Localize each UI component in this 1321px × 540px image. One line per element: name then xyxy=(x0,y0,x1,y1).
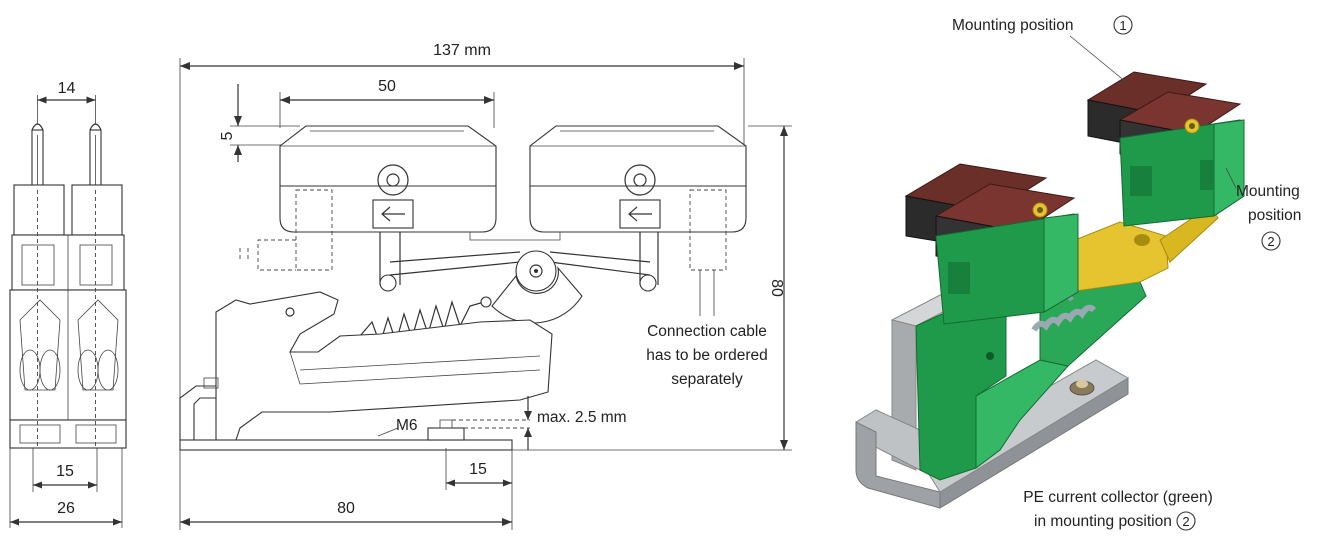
pe-caption-line-2: in mounting position xyxy=(1034,513,1172,530)
product-render: Mounting position 1 Mounting position 2 … xyxy=(855,15,1301,531)
dim-shoe-height: 5 xyxy=(219,84,300,162)
dim-side-total: 26 xyxy=(9,448,123,528)
cable-note-line-1: Connection cable xyxy=(647,323,767,340)
bolt-label: M6 xyxy=(396,417,418,434)
dim-14-label: 14 xyxy=(58,80,76,97)
mounting-position-2-line-2: position xyxy=(1248,207,1301,224)
dim-80-base-label: 80 xyxy=(337,500,355,517)
side-view-housing xyxy=(9,184,127,449)
cable-note-line-3: separately xyxy=(671,371,743,388)
cable-note-line-2: has to be ordered xyxy=(646,347,768,364)
lever-arm xyxy=(215,291,553,441)
callout-mounting-position-1: Mounting position 1 xyxy=(952,15,1133,83)
side-view: 14 15 26 xyxy=(9,80,127,528)
dim-side-base: 15 xyxy=(32,448,98,492)
dim-base-length: 80 xyxy=(179,450,513,530)
dim-80-height-label: 80 xyxy=(768,279,785,297)
circled-number-2-caption xyxy=(1176,511,1196,531)
base-plate xyxy=(179,377,513,451)
dim-5-label: 5 xyxy=(219,131,236,140)
bolt-protrusion-label: max. 2.5 mm xyxy=(537,409,627,426)
mounting-position-2-line-1: Mounting xyxy=(1236,183,1300,200)
dim-15-side-label: 15 xyxy=(56,463,74,480)
dim-overall-length: 137 mm xyxy=(179,42,745,400)
cable-outline-left xyxy=(239,189,333,271)
shoe-holder-right xyxy=(529,164,747,233)
mounting-position-1-label: Mounting position xyxy=(952,17,1074,34)
front-view: 137 mm 50 5 xyxy=(179,42,792,530)
circled-number-1 xyxy=(1113,15,1133,35)
dim-hole-offset: 15 xyxy=(445,448,512,490)
circled-number-2-text: 2 xyxy=(1267,234,1274,249)
cable-note: Connection cable has to be ordered separ… xyxy=(646,323,768,388)
dim-total-height: 80 xyxy=(512,125,792,451)
side-view-pins xyxy=(31,123,102,191)
carbon-shoe-left xyxy=(279,125,497,187)
pe-lever-green xyxy=(915,281,1147,481)
circled-number-2-caption-text: 2 xyxy=(1182,514,1189,529)
carbon-shoe-right xyxy=(529,125,747,187)
linkage xyxy=(379,232,659,292)
dim-shoe-width: 50 xyxy=(279,78,495,128)
dim-137-label: 137 mm xyxy=(433,42,491,59)
cable-outline-right xyxy=(689,189,727,316)
circled-number-2 xyxy=(1261,231,1281,251)
dim-15-front-label: 15 xyxy=(469,461,487,478)
collector-position-1 xyxy=(1086,71,1245,227)
callout-mounting-position-2: Mounting position 2 xyxy=(1225,167,1301,251)
collector-position-2 xyxy=(904,163,1079,325)
dim-bolt-protrusion: max. 2.5 mm xyxy=(452,396,627,450)
dim-side-top: 14 xyxy=(37,80,96,125)
dim-26-label: 26 xyxy=(57,500,75,517)
shoe-holder-left xyxy=(279,164,497,233)
pe-caption: PE current collector (green) in mounting… xyxy=(1023,489,1213,531)
circled-number-1-text: 1 xyxy=(1119,18,1126,33)
dim-50-label: 50 xyxy=(378,78,396,95)
steel-base-bracket xyxy=(855,293,1129,509)
pe-caption-line-1: PE current collector (green) xyxy=(1023,489,1213,506)
